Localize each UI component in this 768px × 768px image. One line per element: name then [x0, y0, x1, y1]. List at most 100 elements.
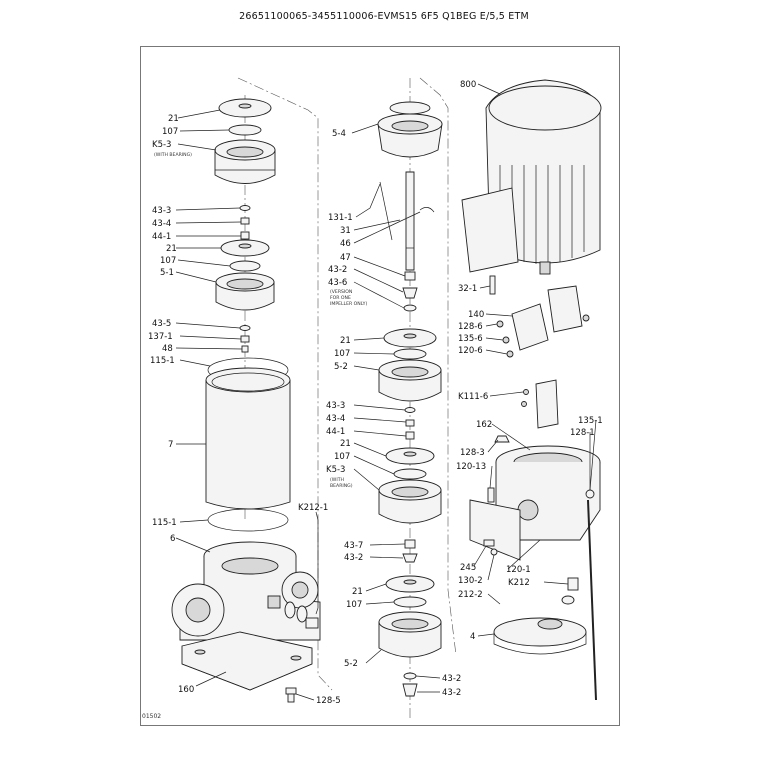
left-base-160 — [181, 631, 313, 691]
label-1286: 128-6 — [458, 322, 483, 332]
label-436: 43-6 — [328, 278, 347, 288]
center-sleeve-441 — [405, 431, 415, 440]
label-1206: 120-6 — [458, 346, 483, 356]
label-6-left: 6 — [170, 534, 175, 544]
label-107-center-c: 107 — [346, 600, 362, 610]
label-434-left: 43-4 — [152, 219, 171, 229]
label-107-left-top: 107 — [162, 127, 178, 137]
left-screw-1285 — [285, 687, 297, 703]
label-52-center-a: 5-2 — [334, 362, 348, 372]
separator-left-column — [237, 77, 333, 691]
separator-right-column — [419, 77, 457, 656]
center-sleeve-47 — [404, 271, 416, 281]
label-12013: 120-13 — [456, 462, 486, 472]
label-162: 162 — [476, 420, 492, 430]
label-1285: 128-5 — [316, 696, 341, 706]
center-ring-107e — [393, 596, 427, 608]
label-107-center-a: 107 — [334, 349, 350, 359]
label-21-center-a: 21 — [340, 336, 351, 346]
left-ring-107 — [228, 124, 262, 136]
label-1201: 120-1 — [506, 565, 531, 575]
label-54: 5-4 — [332, 129, 346, 139]
left-top-cover-21 — [218, 98, 272, 118]
center-washer-432c — [403, 672, 417, 680]
center-sleeve-437 — [404, 539, 416, 549]
label-1281: 128-1 — [570, 428, 595, 438]
label-160: 160 — [178, 685, 194, 695]
center-rod-1311 — [379, 181, 393, 241]
center-stage-k53 — [378, 479, 442, 524]
center-ring-107d — [393, 468, 427, 480]
label-21-left-mid: 21 — [166, 244, 177, 254]
label-432-center-mid: 43-2 — [344, 553, 363, 563]
label-321: 32-1 — [458, 284, 477, 294]
center-washer-436 — [403, 304, 417, 312]
motor-key-321 — [489, 275, 496, 295]
drawing-frame — [140, 46, 620, 726]
note-436-line3: IMPELLER ONLY) — [330, 301, 367, 307]
note-436-line2: FOR ONE — [330, 295, 351, 301]
label-47: 47 — [340, 253, 351, 263]
left-sleeve-441 — [240, 231, 250, 240]
label-k53-left: K5-3 — [152, 140, 171, 150]
label-21-center-b: 21 — [340, 439, 351, 449]
label-31: 31 — [340, 226, 351, 236]
label-51-left: 5-1 — [160, 268, 174, 278]
label-1283: 128-3 — [460, 448, 485, 458]
label-k1116: K111-6 — [458, 392, 488, 402]
screw-1283 — [494, 435, 510, 443]
left-nut-434 — [240, 217, 250, 225]
label-441-center: 44-1 — [326, 427, 345, 437]
label-21-left-top: 21 — [168, 114, 179, 124]
center-cover-21 — [383, 328, 437, 348]
note-k53-center-line2: BEARING) — [330, 483, 353, 489]
left-cover-21b — [220, 239, 270, 257]
label-1311: 131-1 — [328, 213, 353, 223]
left-key-48 — [241, 345, 249, 353]
label-432-center-bottom: 43-2 — [442, 688, 461, 698]
label-52-center-b: 5-2 — [344, 659, 358, 669]
left-stage-51 — [215, 272, 275, 311]
label-4: 4 — [470, 632, 475, 642]
label-245: 245 — [460, 563, 476, 573]
note-k53-with-bearing-left: (WITH BEARING) — [154, 152, 192, 158]
bearing-k1116 — [521, 379, 559, 429]
center-ring-107 — [393, 348, 427, 360]
label-441-left: 44-1 — [152, 232, 171, 242]
drawing-title: 26651100065-3455110006-EVMS15 6F5 Q1BEG … — [239, 11, 529, 22]
center-cone-432d — [402, 683, 418, 697]
label-432-center-top: 43-2 — [328, 265, 347, 275]
center-shaft-31 — [405, 171, 415, 271]
tie-rod-1351 — [587, 499, 597, 701]
label-1151-left-top: 115-1 — [150, 356, 175, 366]
drawing-code: 01502 — [142, 713, 162, 720]
center-cone-432 — [402, 287, 418, 299]
note-k53-center-line1: (WITH — [330, 477, 344, 483]
left-washer-433 — [239, 205, 251, 211]
label-1356: 135-6 — [458, 334, 483, 344]
label-k212: K212 — [508, 578, 530, 588]
center-cone-432b — [402, 553, 418, 563]
label-1151-left-bottom: 115-1 — [152, 518, 177, 528]
left-pump-body-6 — [171, 541, 321, 641]
adapter-162 — [469, 445, 601, 561]
left-stage-k53 — [214, 139, 276, 184]
label-48-left: 48 — [162, 344, 173, 354]
label-2122: 212-2 — [458, 590, 483, 600]
label-107-center-b: 107 — [334, 452, 350, 462]
center-stage-52a — [378, 359, 442, 402]
center-washer-433 — [404, 407, 416, 413]
label-432-center-low: 43-2 — [442, 674, 461, 684]
left-washer-435 — [239, 325, 251, 331]
label-435-left: 43-5 — [152, 319, 171, 329]
left-ring-107b — [229, 260, 261, 272]
label-7-left: 7 — [168, 440, 173, 450]
label-433-center: 43-3 — [326, 401, 345, 411]
center-nut-434 — [405, 419, 415, 427]
label-1371-left: 137-1 — [148, 332, 173, 342]
label-140: 140 — [468, 310, 484, 320]
motor-800 — [461, 79, 602, 275]
label-1351: 135-1 — [578, 416, 603, 426]
left-nut-1371 — [240, 335, 250, 343]
